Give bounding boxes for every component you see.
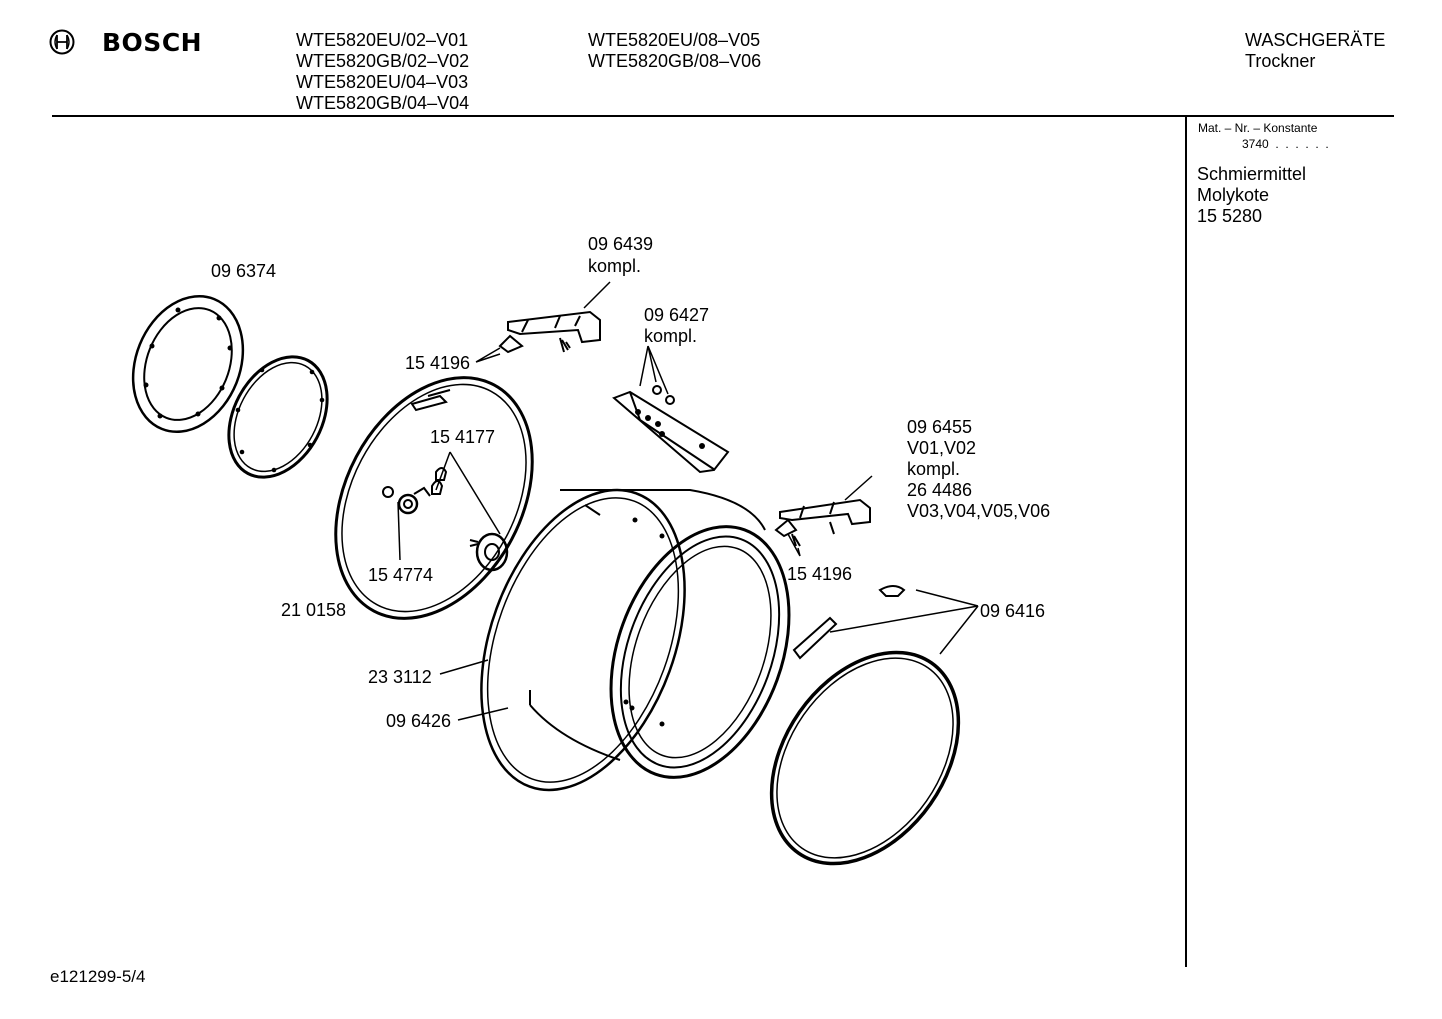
part-label: 23 3112 [368, 667, 432, 687]
model-code: WTE5820EU/02–V01 [296, 30, 469, 50]
drum [480, 488, 791, 792]
bracket-right [774, 498, 871, 547]
lubricant-block: Schmiermittel Molykote 15 5280 [1197, 164, 1306, 227]
part-label: 09 6374 [211, 261, 277, 281]
part-label: 09 6426 [386, 711, 452, 731]
gasket-ring [131, 294, 245, 434]
part-label: 09 6427 [644, 305, 710, 325]
category-title: WASCHGERÄTE [1245, 30, 1386, 50]
part-label: kompl. [588, 256, 642, 276]
model-code: WTE5820EU/04–V03 [296, 72, 469, 92]
model-list-1: WTE5820EU/02–V01 WTE5820GB/02–V02 WTE582… [296, 30, 469, 114]
front-ring [769, 585, 961, 866]
model-code: WTE5820GB/04–V04 [296, 93, 470, 113]
part-label: V01,V02 [907, 438, 977, 458]
part-label: 21 0158 [281, 600, 347, 620]
mat-nr-value: 3740 . . . . . . [1242, 137, 1329, 151]
model-code: WTE5820GB/08–V06 [588, 51, 762, 71]
document-id: e121299-5/4 [50, 967, 146, 986]
leader-lines [397, 281, 979, 721]
part-label: 09 6455 [907, 417, 973, 437]
model-code: WTE5820GB/02–V02 [296, 51, 470, 71]
lubricant-line: Molykote [1197, 185, 1270, 205]
brand-name: BOSCH [102, 28, 203, 57]
sidebar-divider [1185, 117, 1187, 967]
paddle-piece [612, 385, 730, 474]
part-label-block: 09 6455 V01,V02 kompl. 26 4486 V03,V04,V… [907, 417, 1050, 522]
part-label: V03,V04,V05,V06 [907, 501, 1051, 521]
model-list-2: WTE5820EU/08–V05 WTE5820GB/08–V06 [588, 30, 761, 72]
lubricant-line: 15 5280 [1197, 206, 1263, 226]
header-rule [52, 115, 1394, 117]
part-label: kompl. [907, 459, 961, 479]
part-label: kompl. [644, 326, 698, 346]
bosch-armature-icon [49, 29, 75, 55]
bosch-logo [48, 28, 76, 56]
part-label: 15 4196 [405, 353, 471, 373]
part-label: 15 4774 [368, 565, 434, 585]
lubricant-line: Schmiermittel [1197, 164, 1307, 184]
part-label: 09 6439 [588, 234, 654, 254]
model-code: WTE5820EU/08–V05 [588, 30, 761, 50]
part-label: 15 4177 [430, 427, 496, 447]
part-label: 26 4486 [907, 480, 973, 500]
mat-nr-label: Mat. – Nr. – Konstante [1198, 121, 1318, 135]
exploded-drawing [131, 281, 979, 866]
bracket-top [498, 310, 601, 354]
felt-ring [227, 355, 329, 479]
category-block: WASCHGERÄTE Trockner [1245, 30, 1385, 72]
part-label: 09 6416 [980, 601, 1046, 621]
part-label: 15 4196 [787, 564, 853, 584]
category-subtitle: Trockner [1245, 51, 1316, 71]
